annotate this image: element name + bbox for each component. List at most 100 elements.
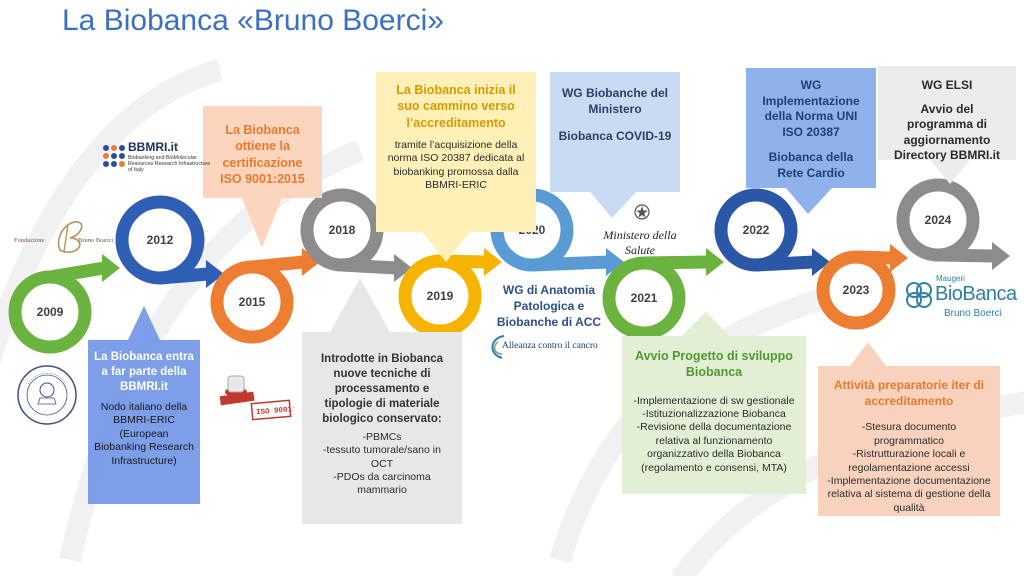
callout-2018-heading: Introdotte in Biobanca nuove tecniche di… [320,353,444,425]
bbmri-logo: BBMRI.it Biobanking and BioMolecular Res… [102,140,212,186]
timeline-connector [643,255,709,270]
ministero-logo-text: Ministero della Salute [603,228,677,257]
timeline-year-label: 2022 [743,223,770,237]
maugeri-logo-sub: Bruno Boerci [944,308,1002,319]
timeline-node-2015: 2015 [210,248,320,344]
callout-2023-item: -Implementazione documentazione relativa… [827,474,991,514]
timeline-year-label: 2019 [427,289,454,303]
timeline-node-2012: 2012 [115,195,224,288]
alleanza-logo-text: Alleanza contro il cancro [502,341,598,351]
timeline-connector [755,255,815,272]
callout-2022-line2: Biobanca della Rete Cardio [768,150,854,180]
seal-icon [17,365,77,425]
callout-2023-item: -Stesura documento programmatico [861,421,957,447]
callout-2021-text: Avvio Progetto di sviluppo Biobanca -Imp… [626,342,802,481]
timeline-year-label: 2018 [329,223,356,237]
fondazione-logo-name: Bruno Boerci [78,237,114,244]
timeline-connector [937,248,995,263]
callout-2021-heading: Avvio Progetto di sviluppo Biobanca [635,349,793,380]
timeline-arrowhead [812,248,830,276]
callout-2020-line2: Biobanca COVID-19 [558,129,672,144]
timeline-node-2024: 2024 [896,178,1010,270]
callout-2023-text: Attività preparatorie iter di accreditam… [820,372,998,521]
timeline-year-label: 2012 [147,233,174,247]
alleanza-logo: Alleanza contro il cancro [486,332,612,366]
bbmri-dots-icon [103,145,125,167]
fondazione-logo-label: Fondazione [14,237,45,244]
timeline-connector [341,258,397,275]
callout-2021-item: -Istituzionalizzazione Biobanca [642,407,786,420]
callout-2018-item: -PBMCs [362,430,402,443]
timeline-connector [48,261,106,284]
timeline-arrowhead [606,248,624,276]
timeline-node-2009: 2009 [8,254,120,354]
callout-2019-text: La Biobanca inizia il suo cammino verso … [380,76,532,199]
timeline-connector [439,254,487,269]
callout-2019-heading: La Biobanca inizia il suo cammino verso … [396,83,516,130]
timeline-year-label: 2009 [37,305,64,319]
fondazione-logo: Fondazione Bruno Boerci [14,216,114,256]
callout-2021-item: -Implementazione di sw gestionale [633,394,795,407]
callout-2019-body: tramite l’acquisizione della norma ISO 2… [387,138,525,192]
stamp-icon: ISO 9001:2015 [219,375,315,421]
svg-text:ISO 9001:2015: ISO 9001:2015 [256,404,294,417]
maugeri-logo-main: BioBanca [935,283,1017,305]
timeline-arrowhead [302,248,320,276]
callout-2018-text: Introdotte in Biobanca nuove tecniche di… [306,346,458,504]
callout-2020-line1: WG Biobanche del Ministero [561,86,668,116]
callout-2020-text: WG Biobanche del Ministero Biobanca COVI… [552,80,678,157]
timeline-arrowhead [206,260,224,288]
callout-2022-text: WG Implementazione della Norma UNI ISO 2… [748,72,874,194]
timeline-connector [251,255,305,274]
timeline-ring [398,254,482,338]
timeline-connector [531,255,609,272]
timeline-year-label: 2015 [239,295,266,309]
callout-2015-heading: La Biobanca ottiene la certificazione IS… [220,123,305,186]
biobanca-knot-icon [906,282,932,308]
timeline-node-2021: 2021 [602,248,724,340]
alleanza-swoosh-icon [491,335,505,359]
wg-anatomia-label: WG di Anatomia Patologica e Biobanche di… [496,283,602,330]
callout-2021-item: -Revisione della documentazione relativa… [636,421,792,474]
callout-2023-heading: Attività preparatorie iter di accreditam… [833,378,985,408]
timeline-arrowhead [890,244,908,272]
ministero-logo: Ministero della Salute [590,204,690,257]
callout-2012-text: La Biobanca entra a far parte della BBMR… [88,344,200,504]
callout-2018-item: -PDOs da carcinoma mammario [333,471,431,497]
timeline-arrowhead [102,254,120,282]
callout-2023-item: -Ristrutturazione locali e regolamentazi… [848,448,970,474]
timeline-node-2019: 2019 [398,248,502,338]
timeline-arrowhead [706,248,724,276]
callout-2012-heading: La Biobanca entra a far parte della BBMR… [94,351,194,393]
maugeri-logo-top: Maugeri [936,274,965,283]
callout-2022-line1: WG Implementazione della Norma UNI ISO 2… [762,78,860,139]
maugeri-biobanca-logo: Maugeri BioBanca Bruno Boerci [904,272,1022,322]
callout-2024-text: WG ELSI Avvio del programma di aggiornam… [880,72,1014,176]
maugeri-seal-logo [16,364,78,426]
timeline-arrowhead [992,242,1010,270]
timeline-node-2023: 2023 [816,244,908,330]
page-title: La Biobanca «Bruno Boerci» [62,4,444,37]
callout-2024-line1: WG ELSI [921,78,973,92]
bbmri-logo-subtitle: Biobanking and BioMolecular Resources Re… [128,155,211,174]
timeline-year-label: 2024 [925,213,952,227]
timeline-node-2022: 2022 [714,188,830,276]
callout-2024-line2: Avvio del programma di aggiornamento Dir… [893,101,1000,163]
callout-2018-item: -tessuto tumorale/sano in OCT [323,444,441,470]
emblem-icon [634,204,650,220]
fondazione-monogram-icon [57,221,83,254]
timeline-year-label: 2023 [843,283,870,297]
timeline-year-label: 2021 [631,291,658,305]
bbmri-logo-title: BBMRI.it [128,140,178,154]
timeline-connector [855,250,893,265]
timeline-arrowhead [394,254,412,282]
